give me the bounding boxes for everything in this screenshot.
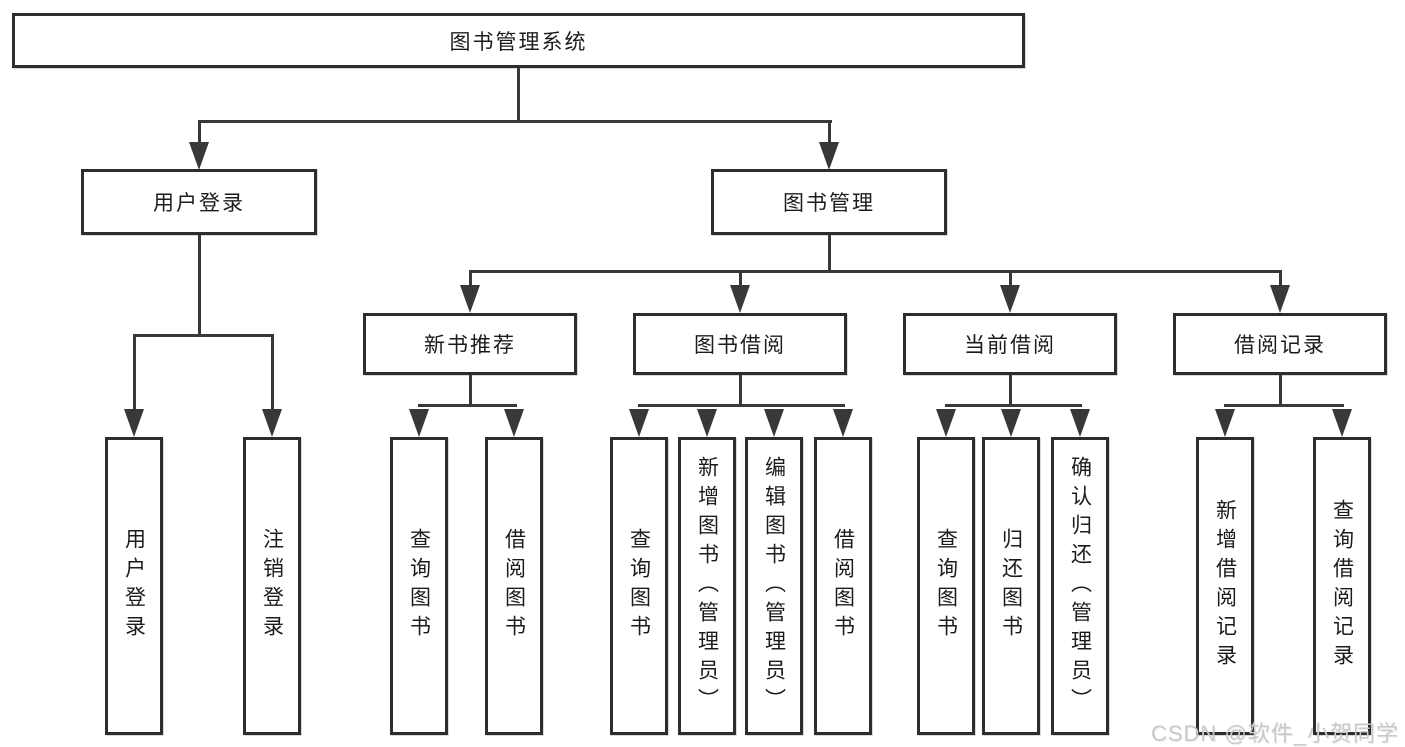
- connector-line: [1279, 375, 1282, 407]
- connector-line: [198, 235, 201, 337]
- leaf-label: 借阅图书: [502, 528, 526, 644]
- leaf-record-query: 查询借阅记录: [1313, 437, 1371, 735]
- connector-line: [1009, 270, 1012, 290]
- connector-line: [1224, 404, 1344, 407]
- arrow-down-icon: [1270, 285, 1290, 313]
- leaf-newbook-borrow: 借阅图书: [485, 437, 543, 735]
- node-current-borrow: 当前借阅: [903, 313, 1117, 375]
- connector-line: [828, 235, 831, 273]
- arrow-down-icon: [1070, 409, 1090, 437]
- leaf-user-login: 用户登录: [105, 437, 163, 735]
- leaf-label: 查询借阅记录: [1330, 499, 1354, 673]
- connector-line: [945, 404, 1082, 407]
- node-borrow-record: 借阅记录: [1173, 313, 1387, 375]
- node-book-management: 图书管理: [711, 169, 947, 235]
- connector-line: [1279, 270, 1282, 290]
- connector-line: [469, 375, 472, 407]
- arrow-down-icon: [189, 142, 209, 170]
- leaf-label: 新增图书（管理员）: [695, 455, 719, 717]
- leaf-record-add: 新增借阅记录: [1196, 437, 1254, 735]
- arrow-down-icon: [1000, 285, 1020, 313]
- node-label: 图书管理系统: [449, 30, 588, 54]
- arrow-down-icon: [936, 409, 956, 437]
- arrow-down-icon: [504, 409, 524, 437]
- arrow-down-icon: [1001, 409, 1021, 437]
- node-label: 图书管理: [783, 192, 875, 215]
- leaf-label: 借阅图书: [831, 528, 855, 644]
- arrow-down-icon: [1332, 409, 1352, 437]
- leaf-currentborrow-return: 归还图书: [982, 437, 1040, 735]
- connector-line: [133, 334, 274, 337]
- leaf-label: 归还图书: [999, 528, 1023, 644]
- connector-line: [739, 375, 742, 407]
- leaf-bookborrow-borrow: 借阅图书: [814, 437, 872, 735]
- connector-line: [271, 334, 274, 414]
- connector-line: [198, 120, 201, 150]
- leaf-label: 用户登录: [122, 528, 146, 644]
- arrow-down-icon: [730, 285, 750, 313]
- arrow-down-icon: [819, 142, 839, 170]
- connector-line: [638, 404, 845, 407]
- csdn-watermark: CSDN @软件_小贺同学: [1150, 721, 1399, 746]
- leaf-label: 查询图书: [407, 528, 431, 644]
- connector-line: [517, 68, 520, 122]
- node-label: 当前借阅: [964, 334, 1056, 357]
- leaf-currentborrow-query: 查询图书: [917, 437, 975, 735]
- connector-line: [469, 270, 472, 290]
- leaf-currentborrow-confirm-admin: 确认归还（管理员）: [1051, 437, 1109, 735]
- connector-line: [828, 120, 831, 150]
- connector-line: [133, 334, 136, 414]
- node-label: 图书借阅: [694, 334, 786, 357]
- arrow-down-icon: [460, 285, 480, 313]
- leaf-bookborrow-add-admin: 新增图书（管理员）: [678, 437, 736, 735]
- arrow-down-icon: [764, 409, 784, 437]
- node-book-borrow: 图书借阅: [633, 313, 847, 375]
- connector-line: [198, 120, 832, 123]
- node-user-login: 用户登录: [81, 169, 317, 235]
- node-new-book-recommend: 新书推荐: [363, 313, 577, 375]
- arrow-down-icon: [629, 409, 649, 437]
- arrow-down-icon: [1215, 409, 1235, 437]
- connector-line: [739, 270, 742, 290]
- node-label: 借阅记录: [1234, 334, 1326, 357]
- leaf-label: 确认归还（管理员）: [1068, 455, 1092, 717]
- connector-line: [469, 270, 1282, 273]
- node-label: 新书推荐: [424, 334, 516, 357]
- leaf-label: 注销登录: [260, 528, 284, 644]
- leaf-logout: 注销登录: [243, 437, 301, 735]
- arrow-down-icon: [262, 409, 282, 437]
- leaf-label: 编辑图书（管理员）: [762, 455, 786, 717]
- arrow-down-icon: [124, 409, 144, 437]
- leaf-bookborrow-edit-admin: 编辑图书（管理员）: [745, 437, 803, 735]
- connector-line: [418, 404, 517, 407]
- leaf-label: 新增借阅记录: [1213, 499, 1237, 673]
- leaf-newbook-query: 查询图书: [390, 437, 448, 735]
- arrow-down-icon: [409, 409, 429, 437]
- leaf-label: 查询图书: [627, 528, 651, 644]
- arrow-down-icon: [833, 409, 853, 437]
- node-library-management-system: 图书管理系统: [12, 13, 1025, 68]
- arrow-down-icon: [697, 409, 717, 437]
- leaf-label: 查询图书: [934, 528, 958, 644]
- connector-line: [1009, 375, 1012, 407]
- leaf-bookborrow-query: 查询图书: [610, 437, 668, 735]
- node-label: 用户登录: [153, 192, 245, 215]
